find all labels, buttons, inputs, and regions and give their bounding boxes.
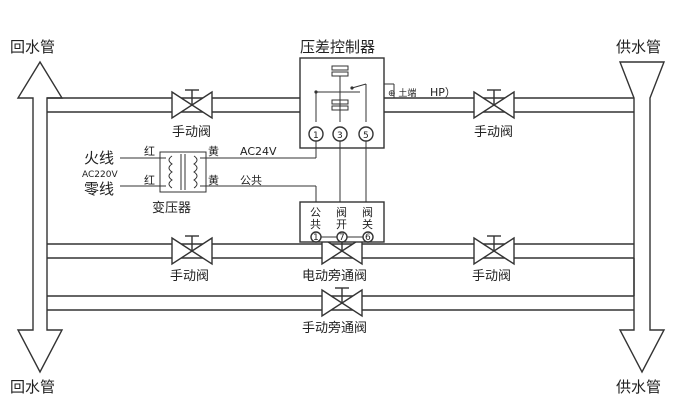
- left-pipe-outline: [16, 60, 64, 374]
- electric-bypass-valve[interactable]: [321, 236, 363, 266]
- manual-bypass-valve[interactable]: [321, 287, 363, 318]
- bottom-bypass-pipe: [47, 258, 635, 311]
- controller-hp-label: HP）: [430, 86, 456, 99]
- manual-valve-top-right[interactable]: [473, 89, 515, 120]
- manual-bypass-valve-label: 手动旁通阀: [302, 320, 367, 336]
- ac24-label: AC24V: [240, 145, 277, 158]
- neutral-wire-label: 零线: [84, 180, 114, 198]
- manual-valve-label-4: 手动阀: [472, 269, 511, 284]
- secondary-wiring: [200, 141, 367, 202]
- return-pipe-bottom-label: 回水管: [10, 378, 55, 396]
- actuator-col3-char1: 阀: [362, 205, 373, 219]
- actuator-col2-char1: 阀: [336, 205, 347, 219]
- ac220-label: AC220V: [82, 170, 118, 180]
- terminal-3-label: 3: [337, 131, 343, 141]
- valve-actuator: [299, 201, 385, 243]
- return-pipe-top-label: 回水管: [10, 38, 55, 56]
- right-supply-pipe: [618, 61, 666, 374]
- red-wire-label-2: 红: [144, 174, 155, 187]
- pressure-controller: [299, 57, 385, 149]
- actuator-col3-char2: 关: [362, 217, 373, 231]
- transformer-label: 变压器: [152, 200, 191, 216]
- controller-title: 压差控制器: [300, 38, 375, 56]
- actuator-t6-label: 6: [365, 233, 371, 243]
- common-label: 公共: [240, 174, 262, 187]
- transformer: [159, 151, 207, 193]
- pressure-tap-lines: [299, 83, 395, 98]
- primary-wiring: [120, 157, 166, 187]
- manual-valve-top-left[interactable]: [171, 89, 213, 120]
- actuator-col1-char1: 公: [310, 206, 321, 219]
- controller-port-label: ⊕ 土端: [388, 87, 416, 99]
- actuator-labels: 公 共 阀 开 阀 关: [310, 205, 373, 231]
- terminal-5-label: 5: [363, 131, 369, 141]
- right-pipe-outline: [618, 61, 666, 374]
- manual-valve-label-1: 手动阀: [172, 125, 211, 140]
- terminal-1-label: 1: [313, 131, 319, 141]
- electric-bypass-valve-label: 电动旁通阀: [302, 268, 367, 284]
- middle-pipe: [47, 243, 634, 259]
- red-wire-label-1: 红: [144, 145, 155, 158]
- supply-pipe-top-label: 供水管: [616, 38, 661, 56]
- manual-valve-label-2: 手动阀: [474, 125, 513, 140]
- yellow-wire-label-1: 黄: [208, 144, 219, 158]
- manual-valve-label-3: 手动阀: [170, 269, 209, 284]
- manual-valve-mid-right[interactable]: [473, 235, 515, 266]
- actuator-t7-label: 7: [339, 233, 345, 243]
- manual-valve-mid-left[interactable]: [171, 235, 213, 266]
- left-return-pipe: [16, 60, 64, 374]
- controller-internals: [314, 65, 367, 122]
- actuator-col2-char2: 开: [336, 218, 347, 231]
- yellow-wire-label-2: 黄: [208, 173, 219, 187]
- fire-wire-label: 火线: [84, 149, 114, 167]
- supply-pipe-bottom-label: 供水管: [616, 378, 661, 396]
- actuator-col1-char2: 共: [310, 218, 321, 231]
- actuator-t1-label: 1: [313, 233, 319, 243]
